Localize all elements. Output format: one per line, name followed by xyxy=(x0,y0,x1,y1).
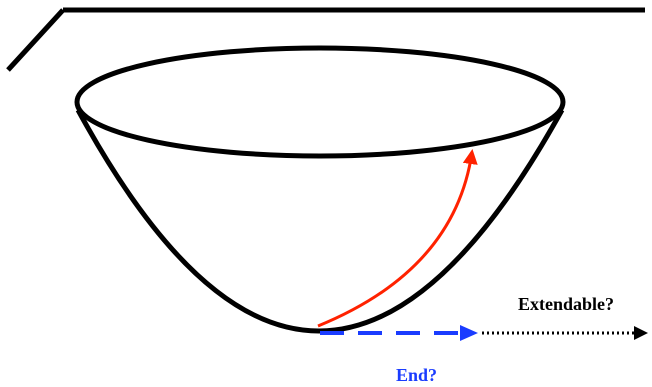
bowl-rim xyxy=(74,45,566,159)
extendable-arrow xyxy=(482,326,648,340)
plane-left-edge xyxy=(6,8,65,72)
end-label: End? xyxy=(396,365,437,385)
bowl-outline xyxy=(75,108,565,334)
extendable-arrow-head xyxy=(634,326,648,340)
curve-arrow xyxy=(317,149,478,328)
end-arrow xyxy=(320,325,478,341)
background-plane xyxy=(6,7,645,72)
end-arrow-head xyxy=(460,325,478,341)
extendable-label: Extendable? xyxy=(518,294,614,314)
